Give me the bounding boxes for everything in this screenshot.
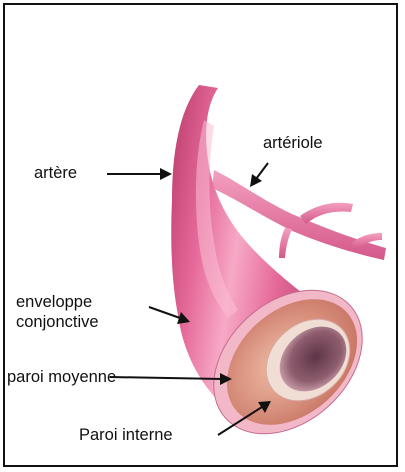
label-artere: artère — [34, 163, 77, 183]
label-paroi-moyenne: paroi moyenne — [7, 367, 116, 387]
label-enveloppe-conjonctive: enveloppe conjonctive — [16, 292, 99, 332]
arteriole-upper-twig — [300, 203, 353, 224]
arrow-enveloppe-line — [149, 307, 180, 318]
label-arteriole: artériole — [263, 133, 323, 153]
arteriole-lower-twig — [279, 228, 292, 258]
arrow-arteriole-head — [250, 174, 262, 187]
label-enveloppe-line1: enveloppe — [16, 292, 99, 312]
arrow-artere-head — [160, 168, 172, 180]
arrow-arteriole-line — [256, 163, 268, 179]
label-paroi-interne: Paroi interne — [79, 425, 173, 445]
label-enveloppe-line2: conjonctive — [16, 312, 99, 332]
